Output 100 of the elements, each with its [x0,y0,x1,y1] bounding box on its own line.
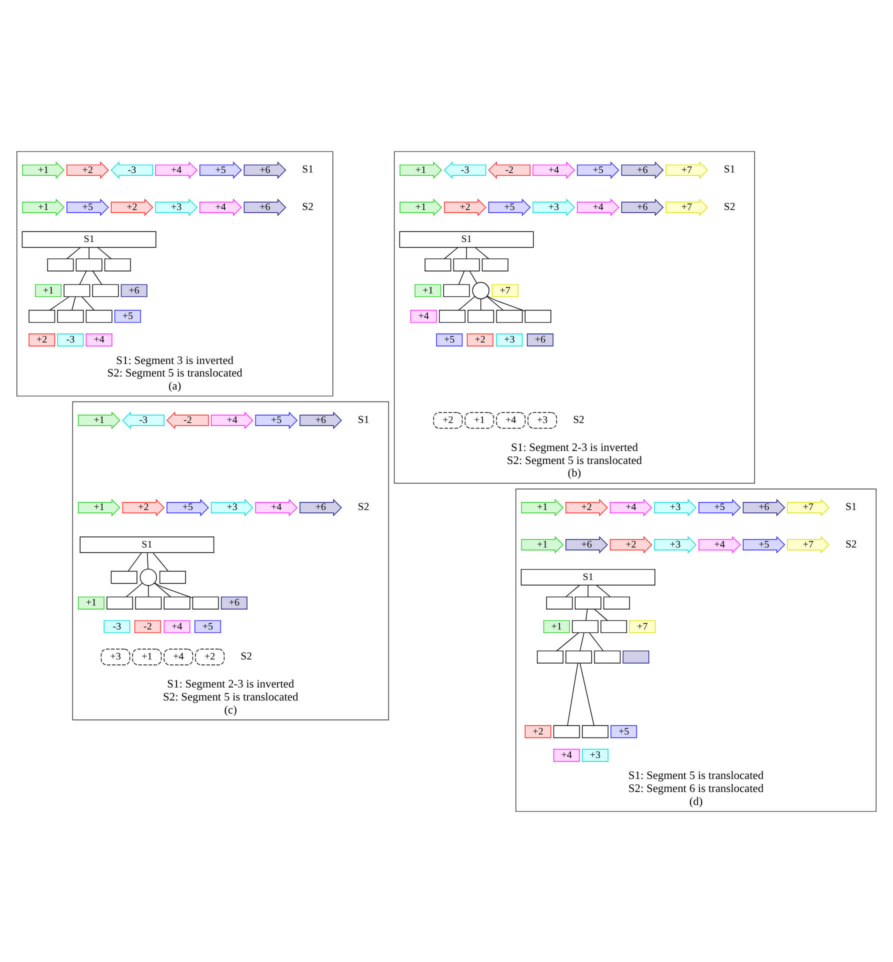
connector [444,246,458,259]
node-box: +1 [35,284,62,297]
node-label: S2 [724,200,736,212]
node-box: +4 [86,333,112,346]
node-box: S1 [520,568,656,586]
node-box: +1 [132,648,162,665]
connector [594,608,608,620]
node-box [86,309,112,322]
node-box [424,258,452,271]
node-box [192,596,219,609]
node-box [164,596,190,609]
connector [580,632,584,651]
node-label: S1 [302,163,314,176]
connector [567,662,578,726]
node-box: +3 [100,648,130,665]
node-box: +1 [464,412,494,428]
connector [556,632,579,651]
connector [565,584,580,597]
node-box: +2 [466,333,494,346]
node-box [553,724,580,738]
node-circle [472,282,490,299]
node-box [482,258,508,271]
connector [49,296,70,310]
connector [458,270,465,284]
connector [474,246,490,259]
node-box: +5 [436,333,463,346]
node-box [536,650,564,663]
node-box [64,284,90,297]
connector [596,584,611,597]
connector [152,552,168,571]
node-box [574,596,602,609]
connector [148,584,149,597]
node-label: S2 [302,200,314,212]
node-box [92,284,119,297]
node-box: -3 [104,620,130,633]
node-box [104,258,131,271]
node-box [135,596,162,609]
node-box: +2 [28,333,56,346]
node-label: S2 [573,413,584,426]
node-box: +3 [528,412,557,428]
node-box [603,596,630,609]
connector [72,296,76,310]
connector [466,246,467,259]
connector [126,582,143,597]
node-box: +2 [433,412,463,428]
node-box [582,724,608,738]
node-box [572,620,598,633]
connector [589,632,604,651]
node-box: +5 [610,724,638,738]
connector [580,662,594,726]
connector [128,552,142,571]
node-box [106,596,134,609]
node-box [47,258,74,271]
connector [97,246,112,259]
node-box: +6 [220,596,248,609]
node-box [159,570,186,584]
node-box [28,309,56,322]
node-box [600,620,627,633]
node-box: +1 [543,620,570,633]
node-box: +4 [410,309,437,322]
node-box: S1 [80,536,214,552]
node-box: +5 [194,620,221,633]
node-label: S2 [240,650,252,662]
node-box [443,284,470,297]
node-label: S2 [358,500,370,513]
node-box [110,570,138,584]
node-box [546,596,573,609]
node-box: +3 [582,748,608,762]
connector [66,246,81,259]
node-label: S1 [724,163,736,176]
node-box [496,309,523,322]
node-box [622,650,650,663]
node-label: S2 [845,538,857,550]
connector [486,296,504,310]
connector [469,270,478,283]
node-box: +3 [496,333,523,346]
connector [81,296,95,310]
node-box [594,650,621,663]
node-box: +6 [526,333,554,346]
node-box: -2 [134,620,161,633]
node-box: +2 [195,648,225,665]
connector [458,296,476,310]
node-box: +7 [492,284,518,297]
node-box: +4 [164,620,190,633]
node-box: +4 [553,748,580,762]
node-box: +1 [414,284,442,297]
node-box: +4 [164,648,194,665]
node-box [453,258,480,271]
node-box: +1 [78,596,104,609]
connector [79,270,87,284]
node-box: S1 [22,230,156,248]
node-label: S1 [845,500,857,513]
node-box: +7 [629,620,656,633]
node-box [524,309,552,322]
node-box: -3 [57,333,84,346]
node-circle [140,568,157,586]
connector [154,582,171,597]
node-box [57,309,84,322]
node-box [566,650,592,663]
node-box: S1 [399,230,534,248]
